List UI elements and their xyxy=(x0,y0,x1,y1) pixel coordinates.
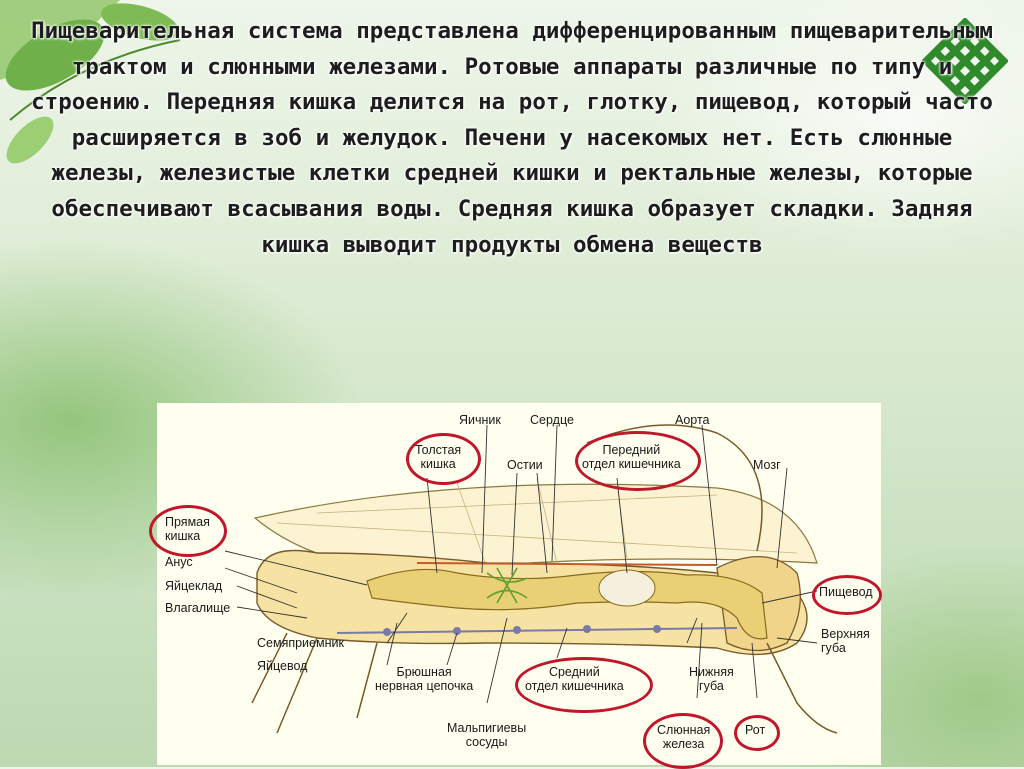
label-malpighian: Мальпигиевы сосуды xyxy=(447,721,526,749)
label-spermatheca: Семяприемник xyxy=(257,636,344,650)
label-ovary: Яичник xyxy=(459,413,501,427)
highlight-ring-mouth xyxy=(734,715,780,751)
label-vagina: Влагалище xyxy=(165,601,230,615)
label-ostia: Остии xyxy=(507,458,543,472)
label-brain: Мозг xyxy=(753,458,781,472)
highlight-ring-esophagus xyxy=(812,575,882,615)
label-anus: Анус xyxy=(165,555,193,569)
highlight-ring-midgut xyxy=(515,657,653,713)
label-lower-lip: Нижняя губа xyxy=(689,665,734,693)
label-ovipositor: Яйцеклад xyxy=(165,579,222,593)
highlight-ring-salivary-gland xyxy=(643,713,723,769)
label-aorta: Аорта xyxy=(675,413,710,427)
slide-description-text: Пищеварительная система представлена диф… xyxy=(20,14,1004,263)
label-upper-lip: Верхняя губа xyxy=(821,627,870,655)
highlight-ring-foregut xyxy=(575,431,701,491)
insect-anatomy-diagram: Яичник Сердце Аорта Толстая кишка Остии … xyxy=(157,403,881,765)
label-oviduct: Яйцевод xyxy=(257,659,307,673)
highlight-ring-rectum xyxy=(149,505,227,557)
label-heart: Сердце xyxy=(530,413,574,427)
label-nerve-chain: Брюшная нервная цепочка xyxy=(375,665,473,693)
highlight-ring-large-intestine xyxy=(406,433,481,485)
